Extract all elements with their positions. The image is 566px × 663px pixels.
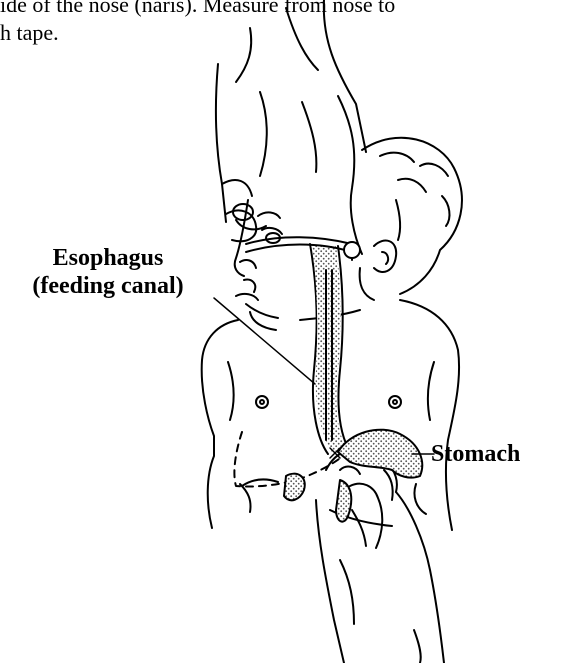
stomach-label: Stomach bbox=[431, 440, 520, 468]
intestine-fragment bbox=[336, 480, 351, 522]
liver-fragment bbox=[284, 474, 305, 501]
stomach-shape bbox=[338, 430, 422, 478]
esophagus-label: Esophagus (feeding canal) bbox=[6, 244, 210, 300]
esophagus-label-line1: Esophagus bbox=[53, 245, 164, 271]
esophagus-leader-line bbox=[214, 298, 315, 384]
esophagus-label-line2: (feeding canal) bbox=[6, 272, 210, 300]
esophagus-and-tube bbox=[246, 237, 360, 454]
lower-hand-drawing bbox=[316, 449, 444, 663]
upper-hand-drawing bbox=[216, 0, 366, 254]
baby-head-drawing bbox=[235, 138, 462, 330]
